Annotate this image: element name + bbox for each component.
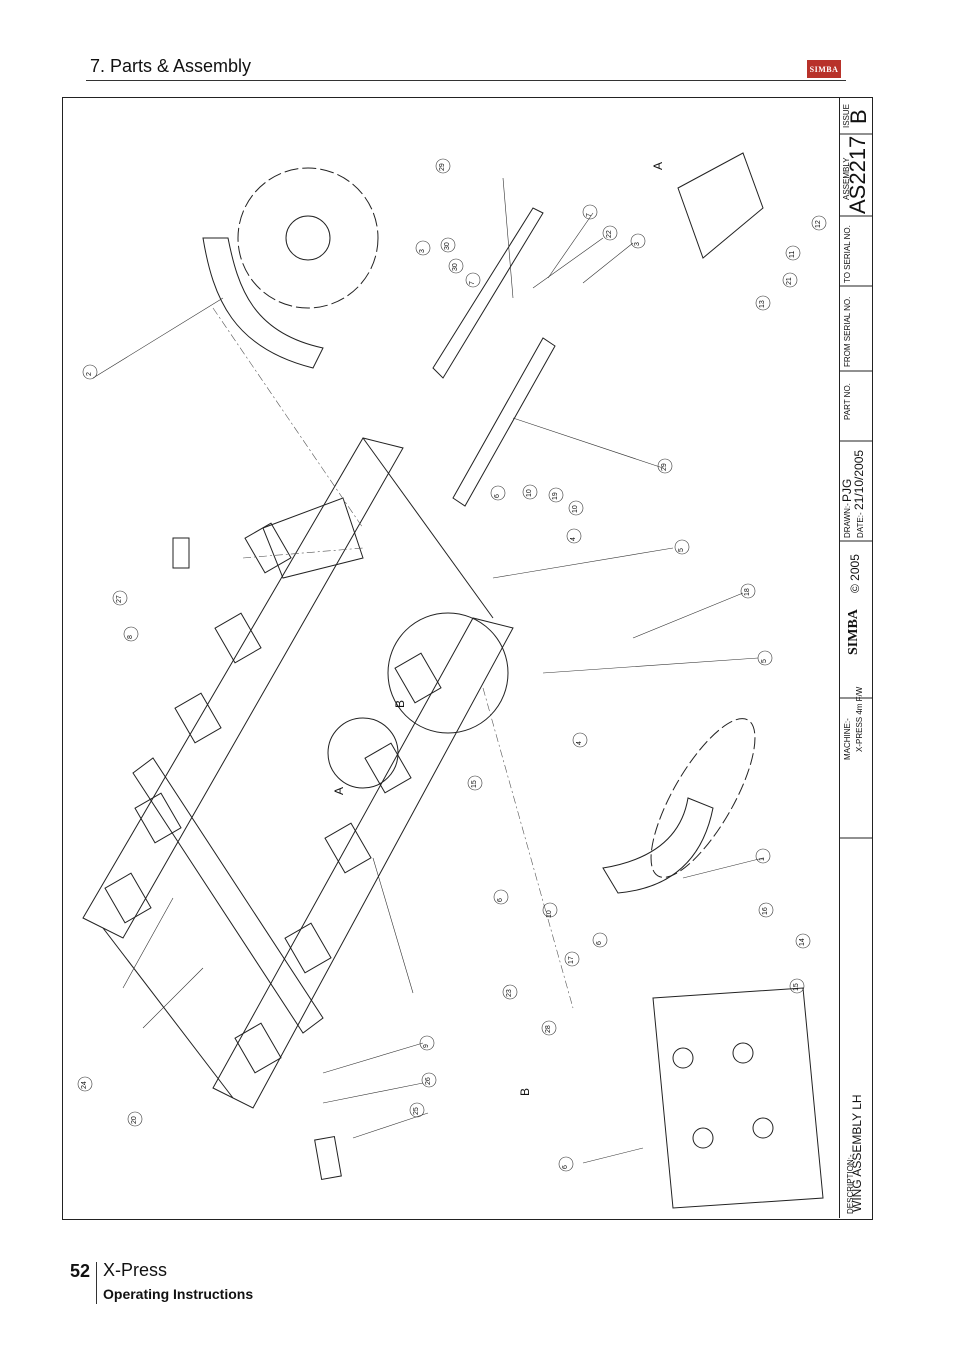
callout-6b: 6: [497, 898, 504, 902]
callout-24: 24: [81, 1081, 88, 1089]
callout-6d: 6: [562, 1165, 569, 1169]
title-block-dividers: [840, 133, 872, 839]
callout-22: 22: [606, 230, 613, 238]
product-name: X-Press: [103, 1260, 168, 1280]
footer-divider: [96, 1262, 97, 1304]
callout-25: 25: [413, 1107, 420, 1115]
bracket-detail-a: [677, 152, 764, 259]
callout-30b: 30: [452, 263, 459, 271]
callout-9: 9: [423, 1044, 430, 1048]
detail-circle-b: [387, 612, 509, 734]
callout-29b: 29: [661, 463, 668, 471]
turnbuckle-lower: [452, 337, 556, 507]
callout-3b: 3: [419, 249, 426, 253]
callout-29: 29: [439, 163, 446, 171]
callout-2: 2: [86, 372, 93, 376]
from-serial-label: FROM SERIAL NO.: [843, 296, 852, 367]
callout-20: 20: [131, 1116, 138, 1124]
simba-logo: SIMBA: [807, 60, 841, 78]
machine-label: MACHINE:-: [843, 718, 852, 760]
callout-15b: 15: [793, 983, 800, 991]
section-title: 7. Parts & Assembly: [90, 56, 252, 76]
pivot-bracket-b: [652, 987, 824, 1209]
callout-18: 18: [744, 588, 751, 596]
view-label-a-mid: A: [332, 786, 346, 795]
issue-value: B: [846, 109, 871, 124]
callout-4: 4: [570, 537, 577, 541]
callout-15: 15: [471, 780, 478, 788]
callout-6: 6: [494, 494, 501, 498]
callout-4b: 4: [576, 741, 583, 745]
callout-5b: 5: [761, 659, 768, 663]
callout-21: 21: [786, 277, 793, 285]
callout-17: 17: [568, 956, 575, 964]
pin-25: [314, 1135, 342, 1181]
exploded-parts-drawing: [77, 152, 827, 1209]
callout-1: 1: [759, 857, 766, 861]
bracket-row-lower: [234, 652, 442, 1074]
callout-30: 30: [444, 242, 451, 250]
callout-6c: 6: [596, 941, 603, 945]
pin-27: [172, 537, 190, 569]
simba-brand: SIMBA: [846, 609, 861, 655]
header-rule: [86, 80, 846, 81]
date-label: DATE:-: [856, 512, 865, 538]
callout-7b: 7: [469, 281, 476, 285]
part-no-label: PART NO.: [843, 383, 852, 420]
drawn-label: DRAWN:-: [843, 503, 852, 538]
description-value: WING ASSEMBLY LH: [850, 1094, 864, 1212]
manual-subtitle: Operating Instructions: [103, 1286, 254, 1302]
main-beam-upper: [82, 437, 404, 939]
callout-26: 26: [425, 1077, 432, 1085]
bracket-row-upper: [104, 522, 292, 924]
drawing-frame: [62, 97, 873, 1220]
detail-circle-a: [327, 717, 399, 789]
callout-27: 27: [116, 595, 123, 603]
callout-28: 28: [545, 1025, 552, 1033]
copyright: © 2005: [848, 554, 862, 593]
page-number: 52: [70, 1261, 91, 1281]
callout-14: 14: [799, 938, 806, 946]
title-block: [839, 98, 872, 1218]
assembly-number: AS2217: [845, 135, 870, 214]
callout-12: 12: [815, 220, 822, 228]
callout-7: 7: [586, 213, 593, 217]
callout-10c: 10: [546, 910, 553, 918]
cross-beam: [132, 757, 324, 1034]
callout-11: 11: [789, 250, 796, 258]
drawing-date: 21/10/2005: [852, 449, 866, 510]
view-label-b-bottom: B: [518, 1087, 532, 1096]
callout-19: 19: [552, 492, 559, 500]
turnbuckle-upper: [432, 207, 544, 379]
callout-13: 13: [759, 300, 766, 308]
disc-wheel-top: [237, 167, 379, 309]
callout-10b: 10: [572, 505, 579, 513]
machine-value: X-PRESS 4m F/W: [855, 686, 864, 752]
hitch-plate: [262, 497, 364, 579]
callout-10: 10: [526, 489, 533, 497]
to-serial-label: TO SERIAL NO.: [843, 225, 852, 283]
leg-top: [202, 237, 324, 369]
view-label-a-top: A: [651, 161, 665, 170]
callout-3: 3: [634, 242, 641, 246]
callout-8: 8: [127, 635, 134, 639]
main-beam-lower: [212, 617, 514, 1109]
leg-bottom: [602, 797, 714, 894]
disc-wheel-bottom: [650, 718, 756, 878]
callout-23: 23: [506, 989, 513, 997]
callout-5: 5: [678, 548, 685, 552]
callout-16: 16: [762, 907, 769, 915]
view-label-b-mid: B: [393, 699, 407, 708]
